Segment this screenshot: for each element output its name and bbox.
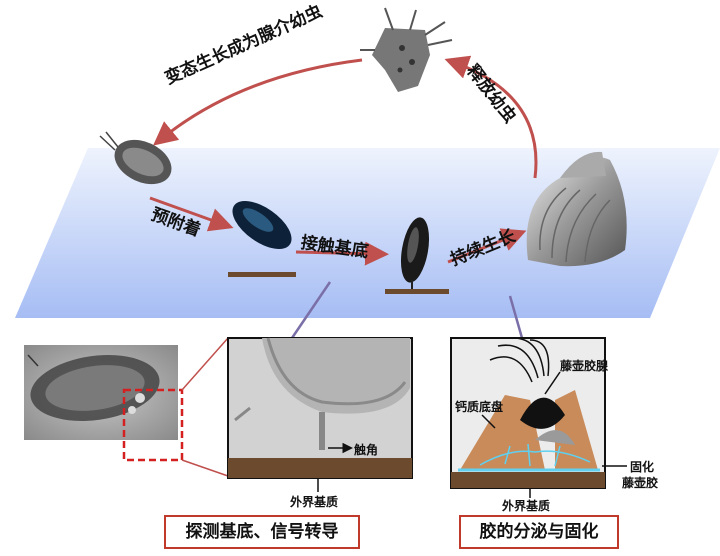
adult-barnacle-icon bbox=[526, 151, 627, 267]
cypris-photo-thumbnail bbox=[24, 345, 178, 440]
label-cured: 固化 bbox=[630, 460, 655, 474]
base-pointer bbox=[481, 414, 496, 429]
surface-plane bbox=[15, 148, 720, 318]
cypris-attached-icon bbox=[400, 217, 430, 290]
connector-left bbox=[290, 281, 332, 339]
glue-secretion-schematic bbox=[450, 337, 606, 489]
zoom-line-top bbox=[181, 337, 229, 391]
label-antenna: 触角 bbox=[354, 443, 379, 457]
cypris-larva-swimming-icon bbox=[99, 131, 172, 185]
label-external-substrate-left: 外界基质 bbox=[290, 495, 339, 509]
arrow-metamorphosis bbox=[153, 58, 363, 146]
zoom-line-bottom bbox=[181, 459, 229, 477]
cypris-pre-attachment-icon bbox=[232, 201, 292, 249]
nauplius-larva-icon bbox=[360, 7, 453, 92]
substrate-bar-1 bbox=[228, 272, 296, 277]
arrow-continuous-growth bbox=[447, 228, 527, 264]
label-calcareous-base: 钙质底盘 bbox=[455, 400, 504, 414]
gland-pointer bbox=[544, 371, 561, 395]
arrow-contact-substrate bbox=[295, 241, 389, 266]
arrow-release-larvae bbox=[444, 55, 538, 179]
label-external-substrate-right: 外界基质 bbox=[502, 499, 551, 513]
label-barnacle-glue: 藤壶胶 bbox=[622, 476, 659, 490]
caption-left: 探测基底、信号转导 bbox=[164, 515, 360, 549]
substrate-bar-2 bbox=[385, 289, 449, 294]
arrow-pre-attachment bbox=[149, 196, 234, 232]
connector-right bbox=[508, 295, 524, 339]
caption-right: 胶的分泌与固化 bbox=[459, 515, 619, 549]
antenna-microscope-photo bbox=[227, 337, 413, 479]
zoom-dashed-box bbox=[122, 388, 184, 462]
label-barnacle-gland: 藤壶胶腺 bbox=[560, 359, 609, 373]
